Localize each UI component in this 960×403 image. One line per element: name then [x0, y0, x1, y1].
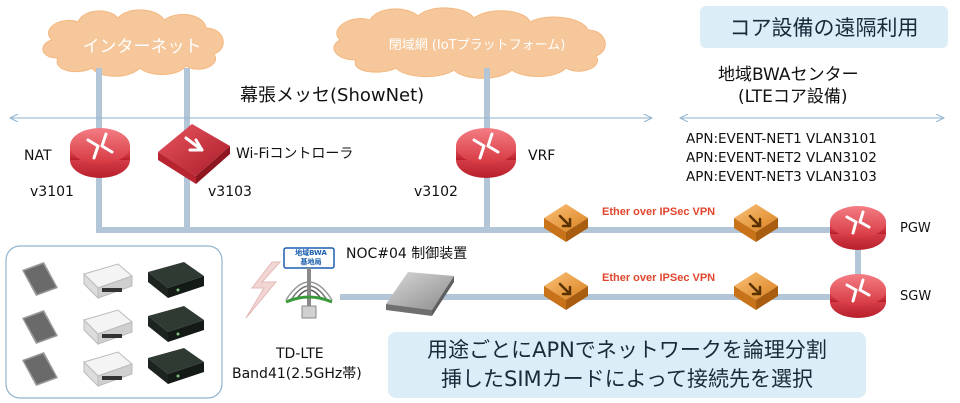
wifi-controller-label: Wi-Fiコントローラ: [236, 146, 354, 162]
base-station-icon: [283, 247, 335, 319]
tablet-device-icon: [22, 262, 58, 386]
vpn-node-upper-left-icon: [544, 204, 588, 242]
vlan-v3101-label: v3101: [30, 184, 74, 200]
base-station-sign-line2: 基地局: [300, 258, 322, 266]
apn-message-box: 用途ごとにAPNでネットワークを論理分割 挿したSIMカードによって接続先を選択: [388, 332, 866, 398]
sgw-router-icon: [830, 274, 886, 318]
bwa-center-subtitle: (LTEコア設備): [738, 87, 848, 107]
sgw-label: SGW: [900, 289, 932, 304]
base-station-sign-line1: 地域BWA: [295, 249, 327, 257]
radio-label-line2: Band41(2.5GHz帯): [232, 366, 362, 382]
router-device-black-icon: [148, 262, 204, 384]
vlan-v3102-label: v3102: [414, 184, 458, 200]
closed-network-cloud-label: 閉域網 (IoTプラットフォーム): [388, 38, 566, 53]
router-device-white-icon: [83, 263, 133, 388]
vpn-label-upper: Ether over IPSec VPN: [602, 206, 716, 218]
noc-device-icon: [386, 272, 454, 316]
pgw-label: PGW: [900, 221, 931, 236]
pgw-router-icon: [830, 206, 886, 250]
venue-label: 幕張メッセ(ShowNet): [240, 85, 425, 106]
radio-wave-icon: [245, 261, 282, 319]
apn-message-line2: 挿したSIMカードによって接続先を選択: [441, 367, 813, 391]
apn-entry-1: APN:EVENT-NET1 VLAN3101: [686, 131, 877, 147]
vpn-node-upper-right-icon: [734, 204, 778, 242]
closed-network-cloud: [333, 7, 606, 79]
apn-entry-3: APN:EVENT-NET3 VLAN3103: [686, 169, 877, 185]
bwa-center-title: 地域BWAセンター: [718, 65, 859, 85]
nat-router-icon: [70, 128, 130, 178]
vrf-router-icon: [456, 128, 516, 178]
diagram-title: コア設備の遠隔利用: [700, 6, 948, 48]
line-backbone-lower: [340, 294, 866, 300]
vpn-node-lower-right-icon: [734, 272, 778, 310]
internet-cloud: [42, 9, 224, 77]
wifi-controller-icon: [158, 124, 230, 184]
vpn-label-lower: Ether over IPSec VPN: [602, 272, 716, 284]
radio-label-line1: TD-LTE: [276, 346, 324, 362]
internet-cloud-label: インターネット: [82, 37, 202, 57]
apn-entry-2: APN:EVENT-NET2 VLAN3102: [686, 150, 877, 166]
line-pgw-sgw: [855, 227, 861, 297]
noc-label: NOC#04 制御装置: [346, 246, 468, 262]
nat-label: NAT: [24, 148, 52, 164]
apn-message-line1: 用途ごとにAPNでネットワークを論理分割: [427, 337, 827, 362]
vrf-label: VRF: [528, 148, 556, 164]
vpn-node-lower-left-icon: [544, 272, 588, 310]
vlan-v3103-label: v3103: [208, 184, 252, 200]
line-backbone-upper: [96, 227, 866, 233]
